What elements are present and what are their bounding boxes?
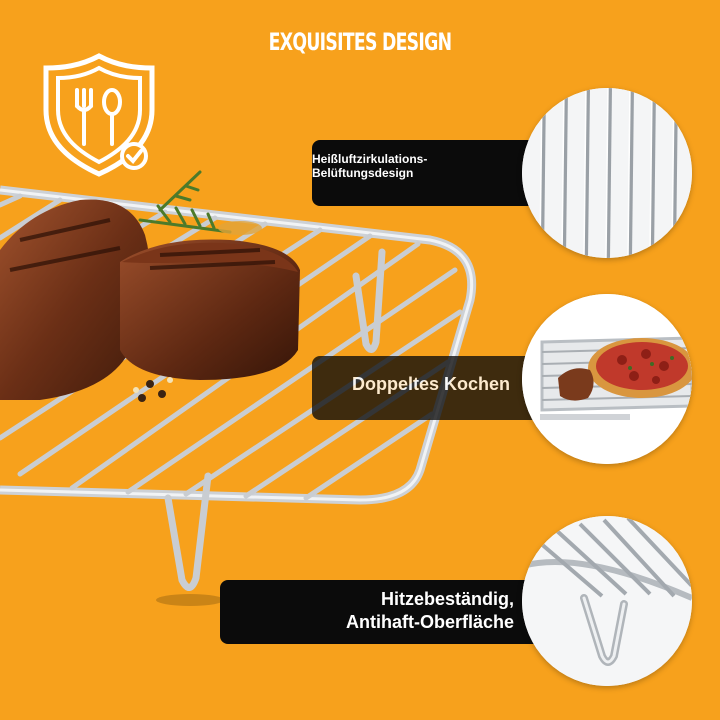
feature-label-heat-resistant-line1: Hitzebeständig, [380,589,514,609]
feature-pill-heat-resistant: Hitzebeständig, Antihaft-Oberfläche [220,580,580,644]
shield-fork-spoon-check-icon [43,53,155,177]
headline: EXQUISITES DESIGN [268,28,452,56]
feature-label-airflow: Heißluftzirkulations-Belüftungsdesign [312,152,428,180]
feature-label-heat-resistant-line2: Antihaft-Oberfläche [345,612,514,632]
closeup-pizza-and-steak [522,294,692,464]
closeup-wire-grid [522,88,692,258]
closeup-rack-leg [522,516,692,686]
feature-label-double-cooking: Doppeltes Kochen [351,374,510,394]
